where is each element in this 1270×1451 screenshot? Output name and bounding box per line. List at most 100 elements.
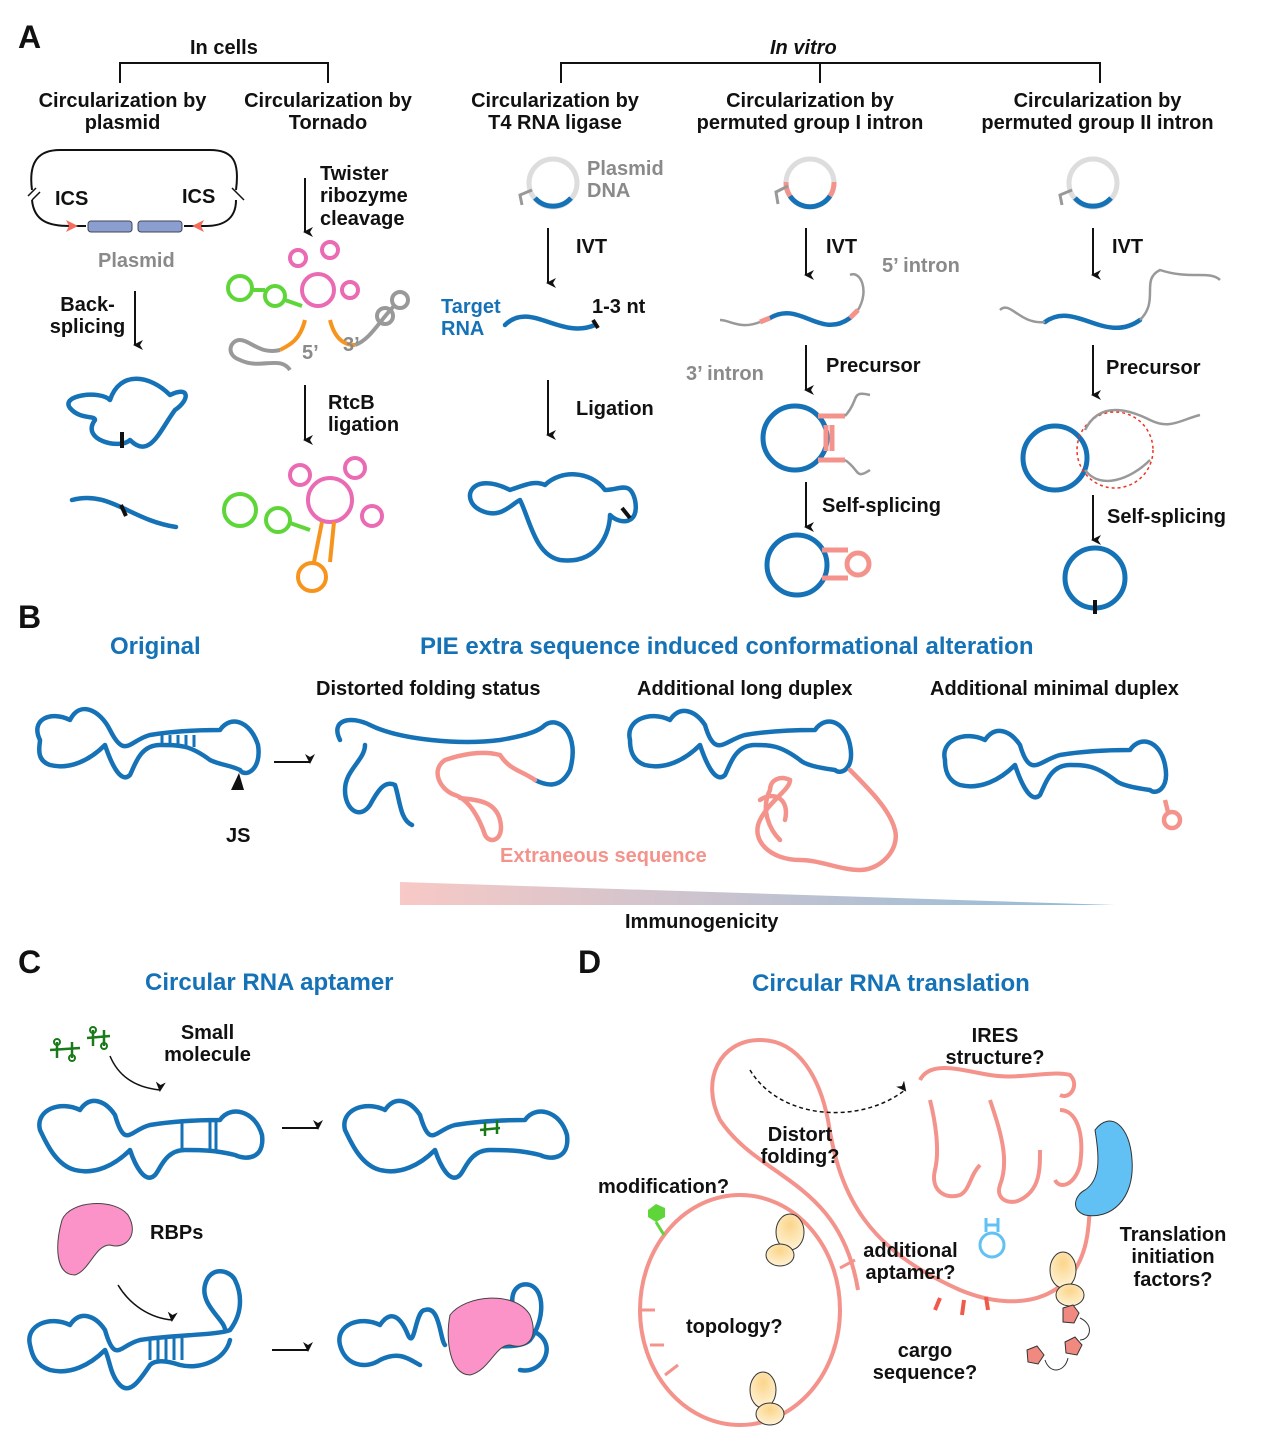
translation-title: Circular RNA translation: [752, 970, 1030, 997]
tornado-diagram: [222, 178, 410, 593]
subtitle-long-duplex: Additional long duplex: [637, 678, 853, 700]
label-line: cargo: [897, 1340, 953, 1362]
title-line: Circularization by: [726, 90, 894, 112]
rbps-label: RBPs: [150, 1222, 204, 1244]
label-line: Back-: [60, 294, 115, 316]
panel-label-a: A: [18, 19, 42, 55]
ics-label-left: ICS: [55, 188, 89, 210]
label-line: RtcB: [328, 392, 375, 414]
aptamer-unbound: [37, 1098, 265, 1180]
label-line: molecule: [164, 1044, 251, 1067]
label-line: Small: [180, 1022, 235, 1044]
title-line: T4 RNA ligase: [488, 112, 622, 135]
label-line: aptamer?: [865, 1262, 956, 1285]
rbp-bound-rna: [337, 1282, 549, 1376]
panel-label-b: B: [18, 599, 42, 635]
title-line: Circularization by: [244, 90, 412, 112]
three-intron-label: 3’ intron: [686, 363, 764, 385]
title-line: plasmid: [84, 112, 161, 135]
alteration-title: PIE extra sequence induced conformationa…: [420, 633, 1034, 660]
t4-ligase-diagram: [467, 156, 639, 563]
label-line: Target: [441, 296, 501, 318]
immunogenicity-gradient: [400, 882, 1115, 905]
rbp-protein: [57, 1203, 133, 1276]
label-line: Plasmid: [587, 158, 664, 180]
precursor-label-group-ii: Precursor: [1106, 357, 1201, 379]
subtitle-minimal-duplex: Additional minimal duplex: [930, 678, 1179, 700]
js-label: JS: [226, 825, 251, 847]
label-line: ligation: [328, 414, 400, 437]
ligation-label: Ligation: [576, 398, 654, 420]
distorted-folding-structure: [335, 717, 575, 843]
minimal-duplex-structure: [942, 728, 1183, 831]
rbp-arrow: [117, 1284, 178, 1322]
label-line: structure?: [945, 1047, 1045, 1070]
ivt-label-group-i: IVT: [826, 236, 858, 258]
label-line: cleavage: [320, 207, 405, 230]
plasmid-label: Plasmid: [98, 250, 175, 272]
precursor-label-group-i: Precursor: [826, 355, 921, 377]
label-line: ribozyme: [320, 185, 408, 208]
title-line: Circularization by: [38, 90, 207, 112]
label-line: Translation: [1119, 1224, 1227, 1246]
ivt-label-t4: IVT: [576, 236, 608, 258]
modification-label: modification?: [598, 1176, 730, 1198]
label-line: DNA: [587, 180, 631, 203]
label-line: initiation: [1131, 1246, 1215, 1269]
panel-label-d: D: [578, 944, 602, 980]
five-prime-label: 5’: [302, 342, 319, 364]
group-label-in-cells: In cells: [190, 37, 258, 59]
subtitle-distorted: Distorted folding status: [316, 678, 541, 700]
ics-label-right: ICS: [182, 186, 216, 208]
panel-label-c: C: [18, 944, 42, 980]
aptamer-bound: [342, 1098, 570, 1180]
label-line: RNA: [441, 318, 485, 341]
rbp-target-rna: [27, 1269, 243, 1391]
long-duplex-structure: [627, 708, 899, 873]
label-line: additional: [863, 1240, 958, 1262]
ivt-label-group-ii: IVT: [1112, 236, 1144, 258]
self-splicing-label-group-i: Self-splicing: [822, 495, 941, 517]
label-line: sequence?: [872, 1362, 978, 1385]
self-splicing-label-group-ii: Self-splicing: [1107, 506, 1226, 528]
label-line: splicing: [49, 316, 126, 339]
five-intron-label: 5’ intron: [882, 255, 960, 277]
aptamer-title: Circular RNA aptamer: [145, 969, 394, 996]
group-i-intron-diagram: [719, 156, 872, 598]
circrna-translation-diagram: [638, 1037, 1133, 1427]
title-line: Circularization by: [471, 90, 639, 112]
nt-label: 1-3 nt: [592, 296, 646, 318]
original-title: Original: [110, 633, 201, 660]
title-line: Circularization by: [1013, 90, 1182, 112]
bracket-in-cells: [119, 62, 329, 83]
group-ii-intron-diagram: [999, 156, 1221, 614]
plasmid-diagram: [27, 149, 245, 530]
topology-label: topology?: [686, 1316, 783, 1338]
original-rna-structure: [35, 707, 261, 790]
label-line: folding?: [760, 1146, 840, 1169]
bracket-in-vitro: [560, 62, 1101, 83]
small-molecule-icon: [49, 1026, 111, 1062]
title-line: permuted group II intron: [981, 112, 1214, 135]
label-line: Distort: [767, 1124, 833, 1146]
group-label-in-vitro: In vitro: [770, 37, 837, 59]
title-line: permuted group I intron: [696, 112, 924, 135]
immunogenicity-label: Immunogenicity: [625, 911, 779, 933]
label-line: factors?: [1133, 1268, 1213, 1291]
back-splicing-label: Back-splicing: [45, 294, 130, 339]
title-line: Tornado: [288, 112, 368, 135]
